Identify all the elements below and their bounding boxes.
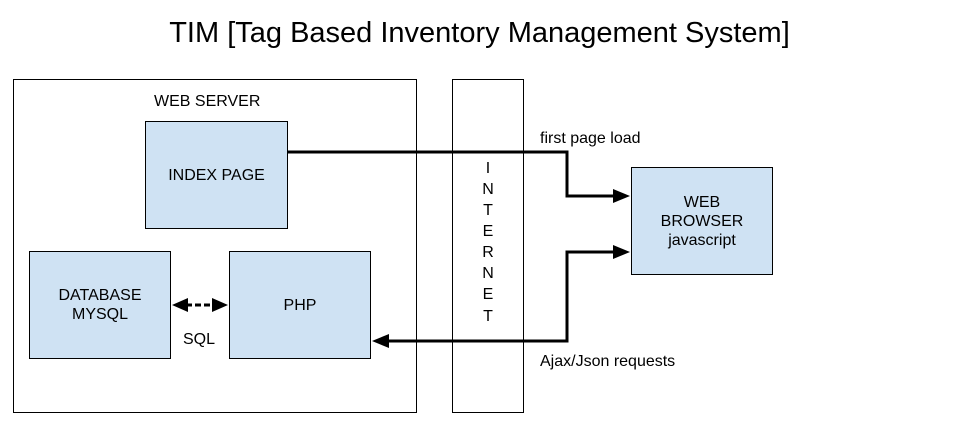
php-box: PHP <box>229 251 371 359</box>
first-page-load-connector <box>288 150 614 198</box>
web-browser-label: WEB <box>683 193 721 211</box>
ajax-json-arrowhead-php <box>372 334 389 348</box>
ajax-json-arrowhead-browser <box>613 245 630 259</box>
internet-letter: T <box>483 202 493 219</box>
sql-arrowhead-php <box>212 298 228 312</box>
sql-label: SQL <box>183 331 216 348</box>
internet-letter: E <box>482 286 494 303</box>
web-server-container <box>13 79 417 413</box>
internet-letter: E <box>482 223 494 240</box>
internet-letter: I <box>485 160 491 177</box>
internet-letter: N <box>482 265 494 282</box>
database-label: DATABASE <box>58 287 142 304</box>
index-page-box: INDEX PAGE <box>145 121 288 229</box>
web-browser-label-2: BROWSER <box>660 212 744 230</box>
internet-column <box>452 79 524 413</box>
first-page-load-arrowhead <box>613 189 630 203</box>
database-engine-label: MYSQL <box>71 306 128 323</box>
internet-letter: N <box>482 181 494 198</box>
sql-arrowhead-database <box>172 298 188 312</box>
internet-letter: R <box>482 244 494 261</box>
first-page-load-label: first page load <box>540 130 641 147</box>
diagram-title: TIM [Tag Based Inventory Management Syst… <box>169 17 790 49</box>
php-label: PHP <box>283 296 317 314</box>
database-box: DATABASE MYSQL <box>29 251 171 359</box>
web-browser-box: WEB BROWSER javascript <box>631 167 773 275</box>
internet-letter: T <box>483 308 493 325</box>
web-server-label: WEB SERVER <box>154 93 261 110</box>
ajax-json-connector <box>387 250 614 343</box>
web-browser-javascript-label: javascript <box>668 231 736 249</box>
index-page-label: INDEX PAGE <box>168 166 265 184</box>
ajax-json-label: Ajax/Json requests <box>540 353 676 370</box>
